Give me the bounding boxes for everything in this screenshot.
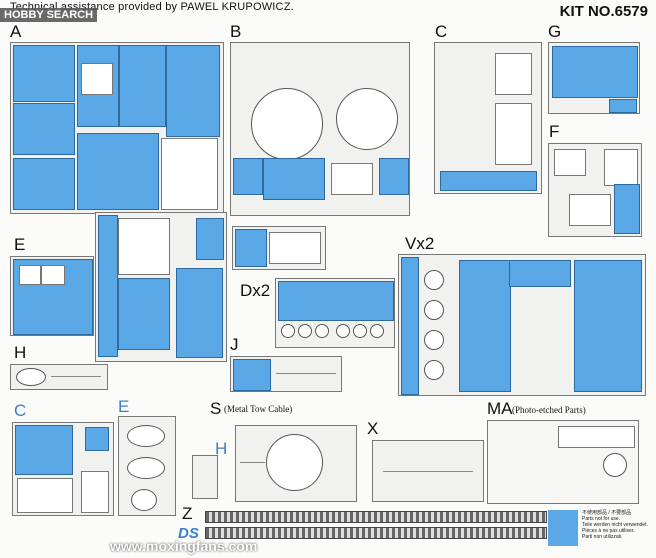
sprue-label-c-lower: C <box>14 401 27 420</box>
sprue-dx2 <box>275 278 395 348</box>
legend-unused-parts: 不使用部品 / 不要部品 Parts not for use. Teile we… <box>548 510 650 548</box>
sprue-label-e: E <box>14 235 26 254</box>
note-metal-tow-cable: (Metal Tow Cable) <box>224 404 293 414</box>
sprue-label-s: S <box>210 399 222 418</box>
sprue-c-lower <box>12 422 114 516</box>
sprue-h <box>10 364 108 390</box>
sprue-x <box>372 440 484 502</box>
note-photo-etched: (Photo-etched Parts) <box>512 405 586 415</box>
legend-line-5: Parti non utilizzati. <box>582 534 623 540</box>
sprue-label-h-lower: H <box>215 439 228 458</box>
sprue-a <box>10 42 224 214</box>
sprue-b-lower <box>232 226 326 270</box>
legend-swatch <box>548 510 578 546</box>
sprue-label-c: C <box>435 22 448 41</box>
sprue-center-left <box>95 212 227 362</box>
sprue-label-g: G <box>548 22 562 41</box>
sprue-h-lower <box>235 425 357 502</box>
sprue-label-x: X <box>367 419 379 438</box>
sprue-c <box>434 42 542 194</box>
sprue-label-a: A <box>10 22 22 41</box>
sprue-ma <box>487 420 639 504</box>
legend-line-4: Pièces à ne pas utiliser. <box>582 528 635 534</box>
track-links-lower <box>205 527 547 539</box>
legend-line-1: 不使用部品 / 不要部品 <box>582 510 632 516</box>
sprue-e-lower <box>118 416 176 516</box>
sprue-e <box>10 256 94 336</box>
parts-block-h <box>192 455 218 499</box>
sprue-label-ma: MA <box>487 399 513 418</box>
sprue-label-e-lower: E <box>118 397 130 416</box>
sprue-label-z: Z <box>182 504 193 523</box>
sprue-label-h: H <box>14 343 27 362</box>
sprue-label-j: J <box>230 335 239 354</box>
sprue-g <box>548 42 640 114</box>
legend-line-2: Parts not for use. <box>582 516 621 522</box>
kit-number: KIT NO.6579 <box>559 3 648 20</box>
sprue-label-dx2: Dx2 <box>240 281 271 300</box>
sprue-label-b: B <box>230 22 242 41</box>
ds-brand-mark: DS <box>178 525 199 542</box>
sprue-label-f: F <box>549 122 560 141</box>
hobby-search-logo: HOBBY SEARCH <box>0 8 98 22</box>
sprue-label-vx2: Vx2 <box>405 234 435 253</box>
watermark-text: www.moxingfans.com <box>110 538 258 554</box>
sprue-vx2 <box>398 254 646 396</box>
legend-line-3: Teile werden nicht verwendet. <box>582 522 648 528</box>
sprue-f <box>548 143 642 237</box>
track-links-upper <box>205 511 547 523</box>
sprue-j <box>230 356 342 392</box>
sprue-b <box>230 42 410 216</box>
